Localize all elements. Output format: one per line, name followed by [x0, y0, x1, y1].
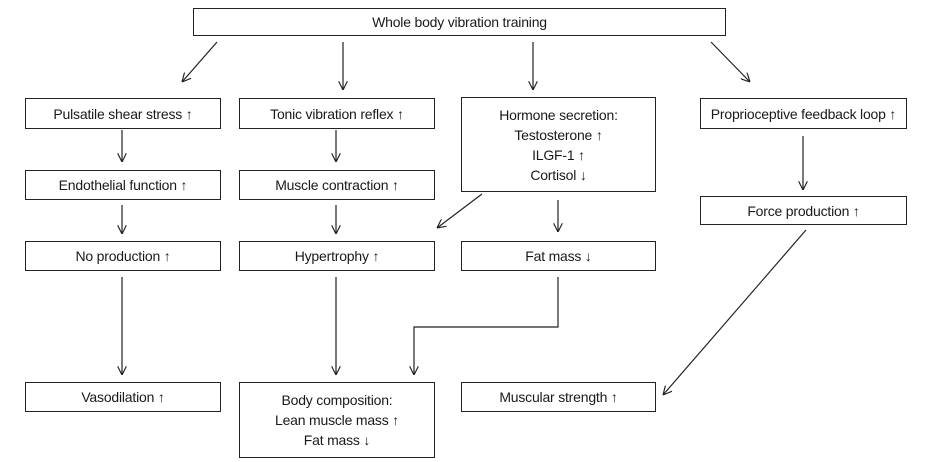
node-text: Lean muscle mass ↑ — [274, 412, 399, 428]
node-proprioceptive-feedback-loop: Proprioceptive feedback loop ↑ — [700, 98, 907, 129]
node-text: ILGF-1 ↑ — [532, 146, 585, 163]
node-text: Endothelial function ↑ — [58, 177, 188, 193]
node-force-production: Force production ↑ — [700, 196, 907, 225]
node-text: Fat mass ↓ — [303, 432, 371, 448]
node-text: Cortisol ↓ — [530, 166, 587, 183]
node-text: Force production ↑ — [747, 202, 860, 219]
node-text: Testosterone ↑ — [514, 126, 603, 143]
arrow-fat-to-body — [414, 277, 559, 375]
node-whole-body-vibration-training: Whole body vibration training — [193, 8, 726, 36]
node-text: Vasodilation ↑ — [81, 389, 165, 405]
node-vasodilation: Vasodilation ↑ — [25, 382, 221, 412]
node-text: Body composition: — [281, 392, 393, 408]
arrow-root-to-shear — [182, 41, 218, 82]
node-text: Whole body vibration training — [372, 14, 547, 30]
node-pulsatile-shear-stress: Pulsatile shear stress ↑ — [25, 98, 221, 129]
node-text: Hormone secretion: — [499, 106, 618, 123]
node-text: Hypertrophy ↑ — [294, 248, 380, 264]
node-hormone-secretion: Hormone secretion: Testosterone ↑ ILGF-1… — [461, 97, 656, 192]
node-muscle-contraction: Muscle contraction ↑ — [239, 170, 435, 200]
arrow-root-to-proprio — [710, 41, 750, 82]
node-fat-mass: Fat mass ↓ — [461, 241, 656, 271]
arrow-force-to-strength — [663, 229, 807, 395]
node-text: Muscle contraction ↑ — [275, 177, 399, 193]
node-endothelial-function: Endothelial function ↑ — [25, 170, 221, 200]
node-tonic-vibration-reflex: Tonic vibration reflex ↑ — [239, 98, 435, 129]
node-text: No production ↑ — [75, 248, 171, 264]
node-hypertrophy: Hypertrophy ↑ — [239, 241, 435, 271]
node-text: Tonic vibration reflex ↑ — [270, 105, 404, 122]
node-text: Pulsatile shear stress ↑ — [53, 105, 193, 122]
node-text: Fat mass ↓ — [525, 248, 592, 264]
node-muscular-strength: Muscular strength ↑ — [461, 382, 656, 412]
node-body-composition: Body composition: Lean muscle mass ↑ Fat… — [239, 382, 435, 458]
node-text: Proprioceptive feedback loop ↑ — [710, 105, 897, 122]
arrow-hormone-to-hyper — [437, 193, 483, 228]
node-no-production: No production ↑ — [25, 241, 221, 271]
node-text: Muscular strength ↑ — [499, 389, 618, 405]
